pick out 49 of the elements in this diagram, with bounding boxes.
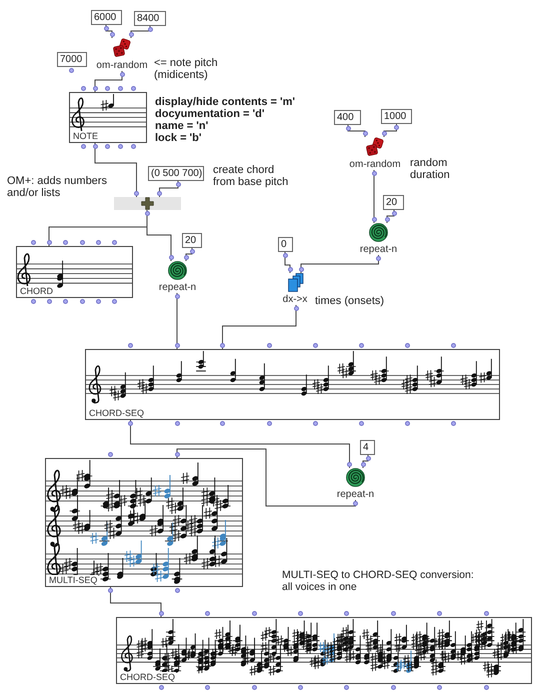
value-input: 0	[278, 237, 293, 252]
function-label: repeat-n	[360, 244, 398, 255]
function-label: repeat-n	[158, 282, 196, 293]
comment-text: OM+: adds numbers and/or lists	[7, 175, 108, 199]
function-box	[114, 197, 181, 210]
connection-line	[94, 142, 137, 198]
connection-line	[386, 210, 394, 224]
connection-line	[348, 124, 366, 138]
value-input: 8400	[134, 11, 166, 26]
object-label: MULTI-SEQ	[48, 575, 98, 585]
comment-text: create chord from base pitch	[213, 164, 290, 188]
object-label: CHORD	[19, 286, 54, 296]
connection-line	[106, 24, 112, 38]
value-input: 400	[334, 110, 361, 125]
connection-line	[94, 70, 122, 92]
connection-line	[284, 252, 290, 274]
object-label: NOTE	[72, 131, 100, 141]
value-input: 20	[383, 195, 404, 210]
object-label: CHORD-SEQ	[119, 672, 176, 682]
comment-text: MULTI-SEQ to CHORD-SEQ conversion: all voices in one	[282, 569, 475, 593]
connection-line	[362, 454, 368, 468]
connection-line	[130, 26, 150, 38]
connection-line	[300, 254, 379, 274]
value-input: (0 500 700)	[148, 166, 204, 181]
function-label: repeat-n	[336, 489, 374, 500]
object-label: CHORD-SEQ	[88, 408, 146, 418]
function-label: om-random	[349, 159, 401, 170]
value-input: 20	[182, 233, 202, 248]
shortcut-note: docyumentation = 'd'	[155, 108, 264, 120]
function-label: dx->x	[282, 294, 308, 305]
shortcut-note: name = 'n'	[155, 120, 208, 132]
value-input: 1000	[381, 109, 412, 124]
function-label: om-random	[96, 60, 148, 71]
connection-line	[222, 304, 296, 350]
connection-line	[384, 124, 397, 138]
connection-line	[130, 420, 350, 468]
value-input: 7000	[57, 52, 87, 67]
comment-text: times (onsets)	[315, 295, 384, 307]
comment-text: <= note pitch (midicents)	[154, 57, 219, 81]
connection-line	[110, 586, 162, 618]
comment-text: random duration	[410, 157, 451, 181]
connection-line	[176, 292, 178, 350]
value-input: 6000	[91, 10, 122, 25]
connection-line	[186, 248, 192, 262]
connection-line	[176, 448, 356, 506]
connection-line	[159, 180, 178, 198]
shortcut-note: lock = 'b'	[155, 132, 202, 144]
value-input: 4	[360, 440, 375, 455]
shortcut-note: display/hide contents = 'm'	[155, 96, 296, 108]
